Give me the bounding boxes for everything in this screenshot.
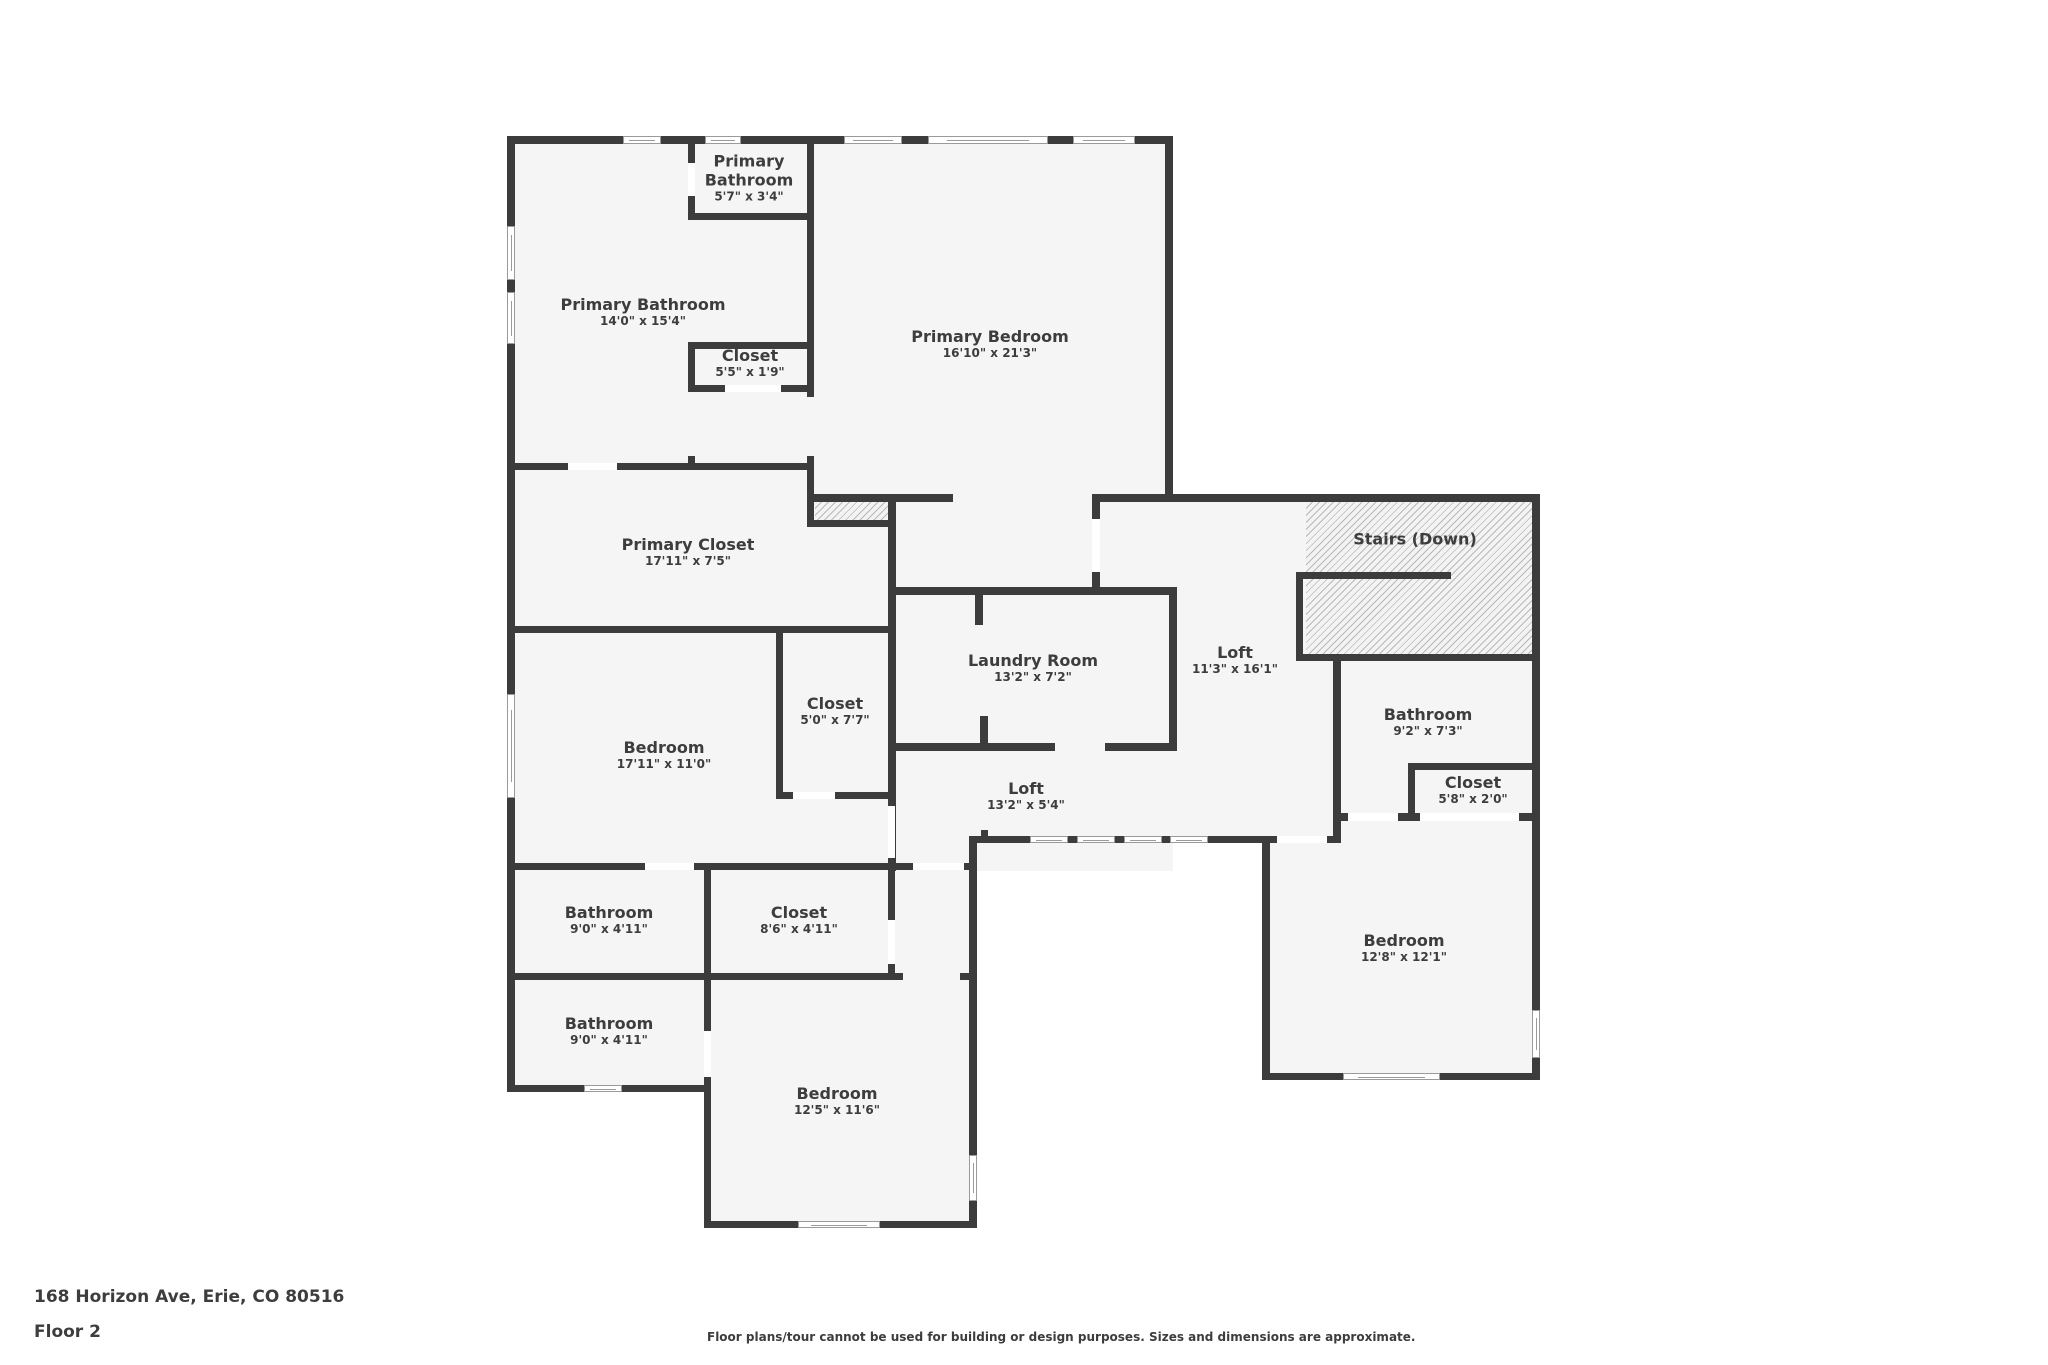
window	[623, 136, 661, 144]
door-opening	[568, 463, 617, 470]
wall	[1296, 572, 1303, 661]
wall	[1408, 763, 1415, 821]
wall	[507, 136, 515, 1092]
wall	[776, 626, 783, 799]
wall	[1296, 572, 1451, 579]
window	[507, 694, 515, 798]
window	[1532, 1010, 1540, 1058]
wall	[507, 136, 1173, 144]
door-opening	[1092, 519, 1100, 572]
door-opening	[913, 863, 964, 870]
wall	[776, 792, 896, 799]
wall	[1169, 587, 1177, 751]
window	[705, 136, 741, 144]
wall	[507, 973, 903, 980]
wall	[807, 385, 814, 397]
wall	[1092, 494, 1540, 502]
wall	[807, 494, 953, 502]
room-label-primary-bedroom: Primary Bedroom 16'10" x 21'3"	[911, 327, 1069, 361]
wall	[1333, 654, 1341, 843]
wall	[1092, 572, 1100, 595]
wall	[1532, 494, 1540, 1080]
room-label-loft-lower: Loft 13'2" x 5'4"	[987, 779, 1065, 813]
wall	[960, 973, 977, 980]
window	[798, 1221, 880, 1228]
room-label-loft-main: Loft 11'3" x 16'1"	[1191, 643, 1279, 677]
window	[507, 292, 515, 344]
door-opening	[704, 1031, 711, 1077]
wall	[507, 626, 896, 633]
room-label-stairs: Stairs (Down)	[1353, 529, 1477, 549]
window	[1073, 136, 1135, 144]
room-label-closet-lower: Closet 8'6" x 4'11"	[760, 903, 838, 937]
wall	[980, 716, 988, 743]
window	[1170, 836, 1208, 843]
window	[1030, 836, 1068, 843]
window	[1124, 836, 1162, 843]
room-label-bedroom-left: Bedroom 17'11" x 11'0"	[616, 738, 712, 772]
room-label-primary-bathroom-small: Primary Bathroom 5'7" x 3'4"	[704, 151, 794, 204]
room-label-primary-closet: Primary Closet 17'11" x 7'5"	[621, 535, 755, 569]
wall	[1165, 136, 1173, 502]
room-label-closet-primary-bath: Closet 5'5" x 1'9"	[715, 346, 785, 380]
wall	[888, 494, 896, 871]
door-opening	[1277, 836, 1327, 843]
room-label-bedroom-bottom: Bedroom 12'5" x 11'6"	[793, 1084, 881, 1118]
wall	[981, 830, 988, 838]
room-label-bedroom-right: Bedroom 12'8" x 12'1"	[1360, 931, 1448, 965]
window	[844, 136, 902, 144]
wall	[688, 456, 695, 464]
door-opening	[1348, 813, 1398, 821]
floor-right-bedroom	[1262, 813, 1540, 1080]
window	[969, 1155, 977, 1201]
room-label-primary-bathroom: Primary Bathroom 14'0" x 15'4"	[560, 295, 726, 329]
window	[928, 136, 1048, 144]
wall	[507, 863, 977, 870]
window	[1077, 836, 1115, 843]
door-opening	[793, 792, 835, 799]
wall	[888, 587, 1177, 595]
room-label-closet-bedroom: Closet 5'0" x 7'7"	[800, 694, 870, 728]
wall	[1296, 654, 1540, 661]
room-label-bathroom-1: Bathroom 9'0" x 4'11"	[564, 903, 654, 937]
room-label-bathroom-right: Bathroom 9'2" x 7'3"	[1383, 705, 1473, 739]
door-opening	[688, 163, 695, 196]
wall	[688, 342, 814, 349]
door-opening	[645, 863, 694, 870]
window	[584, 1085, 622, 1092]
wall	[507, 463, 814, 470]
room-label-closet-right: Closet 5'8" x 2'0"	[1438, 773, 1508, 807]
door-opening	[888, 806, 895, 858]
window	[507, 226, 515, 280]
wall	[704, 870, 711, 980]
chase-hatch	[815, 502, 888, 520]
floor-label: Floor 2	[34, 1322, 101, 1342]
wall	[975, 595, 983, 625]
wall	[969, 836, 977, 1228]
floor-bottom-bedroom	[704, 863, 977, 1228]
door-opening	[888, 920, 895, 964]
wall	[1092, 494, 1100, 519]
wall	[888, 743, 1055, 751]
window	[1343, 1073, 1440, 1080]
property-address: 168 Horizon Ave, Erie, CO 80516	[34, 1287, 345, 1307]
wall	[688, 342, 695, 392]
disclaimer: Floor plans/tour cannot be used for buil…	[707, 1330, 1416, 1344]
wall	[807, 520, 896, 527]
wall	[1408, 763, 1540, 770]
door-opening	[725, 385, 781, 392]
room-label-laundry-room: Laundry Room 13'2" x 7'2"	[967, 651, 1099, 685]
wall	[807, 456, 814, 527]
room-label-bathroom-2: Bathroom 9'0" x 4'11"	[564, 1014, 654, 1048]
wall	[1105, 743, 1177, 751]
wall	[704, 973, 711, 1228]
door-opening	[1420, 813, 1519, 821]
wall	[688, 213, 814, 220]
wall	[1262, 836, 1270, 1080]
wall	[807, 136, 814, 396]
